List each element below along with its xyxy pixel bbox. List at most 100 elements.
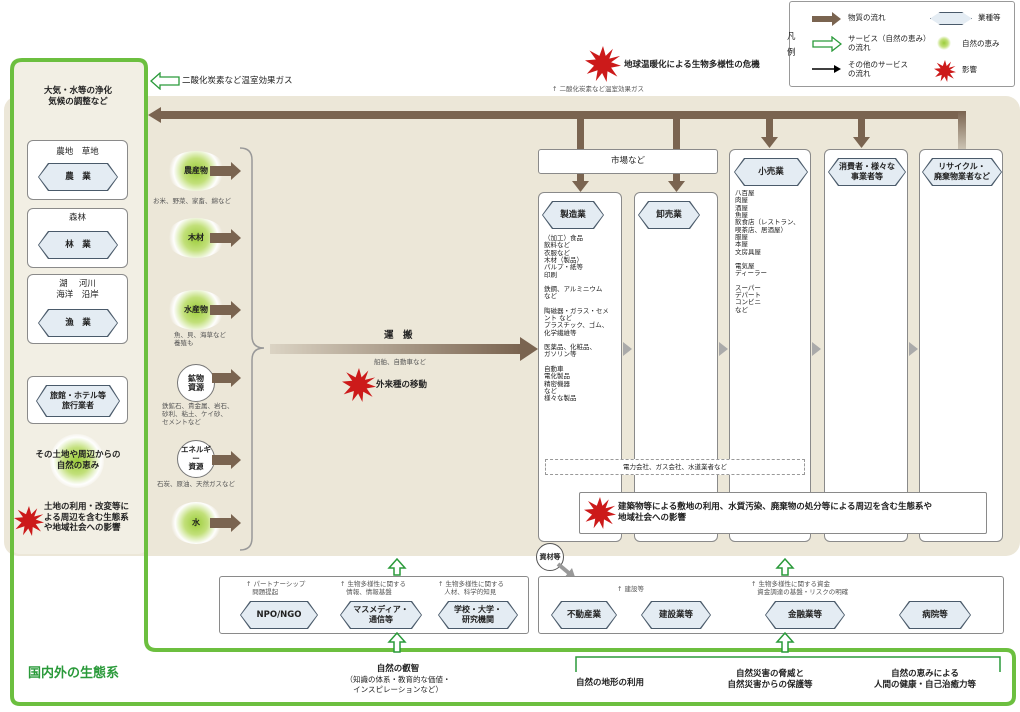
tourism-box: 旅館・ホテル等旅行業者 [27, 376, 128, 424]
retail-item: 文房具屋 [735, 247, 761, 256]
legend-service-nature: サービス（自然の恵み）の流れ [848, 34, 931, 53]
construction-note: ↑ 建設等 [617, 585, 645, 593]
warming-impact-label: 地球温暖化による生物多様性の危機 [624, 60, 760, 70]
manufacturing-item: など [544, 386, 557, 395]
fish-box: 湖 河川海洋 沿岸 漁 業 [27, 274, 128, 344]
recycle-hex: リサイクル・廃棄物業者など [923, 159, 1001, 185]
ghg-arrow-icon [150, 72, 180, 90]
resource-agri-arrow [210, 162, 241, 180]
manufacturing-items: （加工）食品飲料など衣服など木材（製品）パルプ・紙等印刷鉄鋼、アルミニウムなど陶… [544, 234, 609, 403]
market-box: 市場など [538, 149, 718, 174]
manufacturing-hex: 製造業 [543, 202, 603, 228]
resource-wood-arrow [210, 229, 241, 247]
tourism-hex: 旅館・ホテル等旅行業者 [37, 386, 119, 416]
building-impact-box: 建築物等による敷地の利用、水質汚染、廃棄物の処分等による周辺を含む生態系や地域社… [579, 492, 987, 534]
manufacturing-item: 衣服など [544, 248, 570, 257]
retail-item: 電気屋 [735, 262, 755, 271]
retail-item: 飲食店（レストラン、 [735, 218, 800, 227]
npo-hex: NPO/NGO [241, 602, 317, 628]
construction-hex: 建設業等 [642, 602, 710, 628]
fish-land-label: 湖 河川海洋 沿岸 [56, 279, 99, 300]
resource-mineral-text: 鉱物資源 [188, 373, 204, 392]
retail-item: 八百屋 [735, 189, 755, 197]
resource-mineral: 鉱物資源 [177, 364, 215, 402]
legend-title-2: 例 [787, 48, 796, 58]
retail-items: 八百屋肉屋酒屋魚屋飲食店（レストラン、喫茶店、居酒屋）服屋本屋文房具屋電気屋ディ… [735, 189, 800, 314]
forest-box: 森林 林 業 [27, 208, 128, 268]
return-flow-line [160, 111, 966, 119]
manufacturing-item: 様々な製品 [544, 394, 577, 403]
transport-label: 運 搬 [384, 330, 413, 341]
legend-industry-hex [930, 12, 972, 25]
consumer-hex-text: 消費者・様々な事業者等 [839, 162, 895, 181]
retail-item: 服屋 [735, 233, 748, 242]
retail-item: 喫茶店、居酒屋） [735, 225, 787, 234]
resource-mineral-note: 鉄鉱石、貴金属、岩石、砂利、粘土、ケイ砂、セメントなど [162, 402, 234, 427]
manufacturing-item: 電化製品 [544, 372, 570, 381]
manufacturing-item: （加工）食品 [544, 234, 583, 242]
legend-impact: 影響 [962, 65, 977, 74]
alien-species-label: 外来種の移動 [376, 380, 428, 390]
manufacturing-item: 木材（製品） [544, 256, 583, 265]
flow-tri-2 [719, 342, 728, 356]
retail-item: 肉屋 [735, 196, 748, 205]
black-arrow-icon [812, 65, 841, 73]
legend-nature-icon [936, 35, 952, 51]
co2-note: ↑ 二酸化炭素など温室効果ガス [552, 85, 645, 93]
realestate-hex: 不動産業 [552, 602, 616, 628]
media-hex: マスメディア・通信等 [341, 602, 421, 628]
land-use-impact-label: 土地の利用・改変等による周辺を含む生態系や地域社会への影響 [44, 502, 130, 534]
consumer-hex: 消費者・様々な事業者等 [829, 159, 905, 185]
manufacturing-item: ント など [544, 314, 573, 323]
local-blessing-glow [50, 434, 104, 488]
manufacturing-item: パルプ・紙等 [544, 263, 583, 272]
manufacturing-item: 化学繊維等 [544, 328, 577, 337]
wisdom-label: 自然の叡智（知識の体系・教育的な価値・インスピレーションなど） [345, 664, 451, 695]
legend-nature-blessing: 自然の恵み [962, 39, 1000, 48]
retail-item: など [735, 305, 748, 314]
agri-land-label: 農地 草地 [56, 147, 99, 157]
forest-hex: 林 業 [39, 232, 117, 258]
retail-item: 酒屋 [735, 203, 748, 212]
transport-arrow [270, 344, 520, 354]
resources-bracket [239, 147, 265, 551]
manufacturing-item: 飲料など [544, 241, 570, 250]
manufacturing-item: 医薬品、化粧品、 [544, 343, 596, 352]
school-hex-text: 学校・大学・研究機関 [454, 605, 502, 624]
legend-title: 凡 [787, 32, 796, 42]
resource-fish-arrow [210, 301, 241, 319]
retail-box: 小売業 八百屋肉屋酒屋魚屋飲食店（レストラン、喫茶店、居酒屋）服屋本屋文房具屋電… [729, 149, 811, 542]
wholesale-box: 卸売業 [634, 192, 718, 542]
legend-material-flow: 物質の流れ [848, 13, 886, 22]
retail-item: ディーラー [735, 269, 768, 278]
health-label: 自然の恵みによる人間の健康・自己治癒力等 [873, 669, 976, 690]
flow-tri-1 [623, 342, 632, 356]
manufacturing-item: 陶磁器・ガラス・セメ [544, 306, 609, 315]
recycle-box: リサイクル・廃棄物業者など [919, 149, 1003, 542]
legend: 凡 例 物質の流れ 業種等 サービス（自然の恵み）の流れ 自然の恵み その他のサ… [787, 1, 1015, 87]
manufacturing-item: など [544, 292, 557, 301]
finance-hex: 金融業等 [766, 602, 844, 628]
consumer-box: 消費者・様々な事業者等 [824, 149, 908, 542]
manufacturing-item: 精密機器 [544, 379, 570, 388]
school-hex: 学校・大学・研究機関 [439, 602, 517, 628]
agri-hex: 農 業 [39, 164, 117, 190]
resource-energy-text: エネルギー資源 [181, 445, 211, 472]
ecosystem-label: 国内外の生態系 [28, 666, 120, 681]
retail-item: 魚屋 [735, 211, 748, 220]
brown-arrow-icon [812, 12, 841, 26]
return-arrow-head [148, 107, 161, 123]
building-impact-label: 建築物等による敷地の利用、水質汚染、廃棄物の処分等による周辺を含む生態系や地域社… [618, 502, 932, 523]
manufacturing-item: プラスチック、ゴム、 [544, 321, 609, 330]
resource-energy-note: 石炭、原油、天然ガスなど [157, 480, 235, 488]
drop-recycle [958, 111, 966, 155]
manufacturing-box: 製造業 （加工）食品飲料など衣服など木材（製品）パルプ・紙等印刷鉄鋼、アルミニウ… [538, 192, 622, 542]
bottom-left-group: ↑ パートナーシップ 問題提起 NPO/NGO ↑ 生物多様性に関する 情報、情… [219, 576, 529, 634]
recycle-hex-text: リサイクル・廃棄物業者など [934, 162, 990, 181]
resource-energy: エネルギー資源 [177, 440, 215, 478]
retail-item: スーパー [735, 283, 761, 292]
manufacturing-item: 鉄鋼、アルミニウム [544, 285, 603, 294]
manufacturing-item: ガソリン等 [544, 350, 577, 359]
retail-item: 本屋 [735, 240, 748, 249]
